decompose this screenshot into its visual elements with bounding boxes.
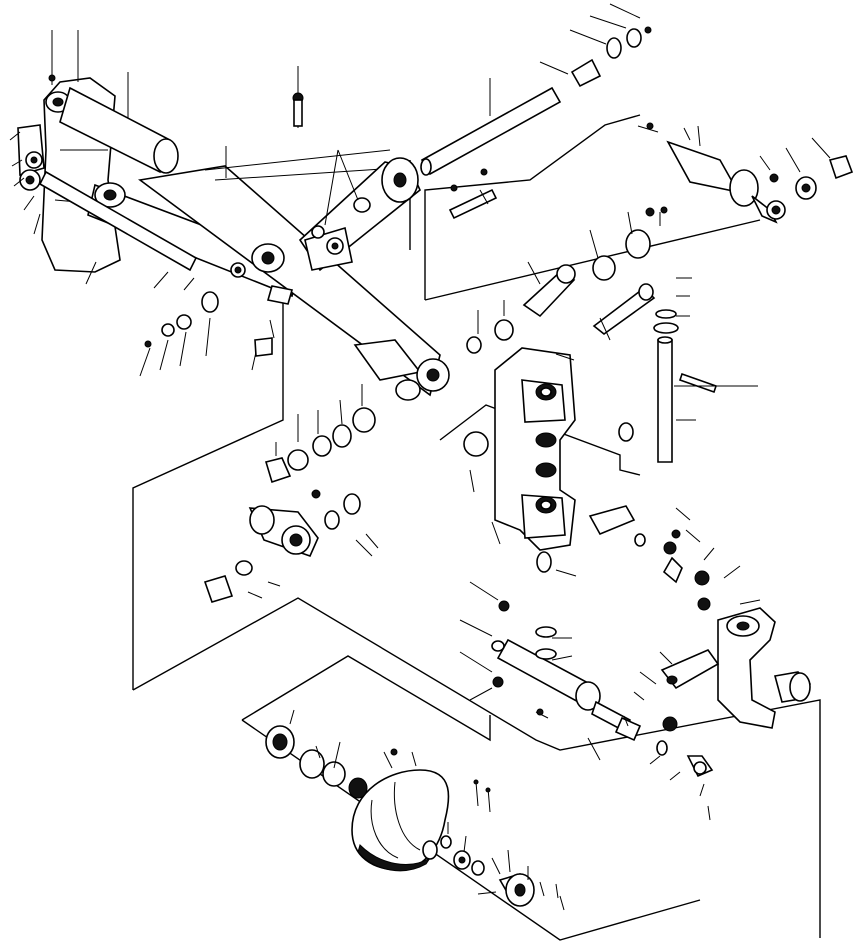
pivot-shaft [420, 26, 652, 220]
right-small-hardware [588, 505, 711, 732]
ball-joint-end [203, 407, 376, 603]
brake-drum-hub [265, 725, 535, 907]
bolt-markers [48, 74, 668, 793]
king-pin [657, 336, 718, 463]
tie-rod-cylinder-upper [666, 140, 854, 224]
callout-leader-lines [9, 3, 831, 911]
tie-rod-cylinder [491, 600, 714, 778]
steering-knuckle [660, 607, 811, 729]
pivot-link-plate [298, 157, 421, 272]
upper-link-arm [138, 149, 450, 401]
spindle-shafts [466, 229, 679, 354]
king-pin-housing [463, 347, 634, 573]
lower-link-frame-assembly [17, 77, 301, 298]
assembly-connector-lines [132, 114, 821, 941]
left-small-hardware [144, 262, 294, 357]
